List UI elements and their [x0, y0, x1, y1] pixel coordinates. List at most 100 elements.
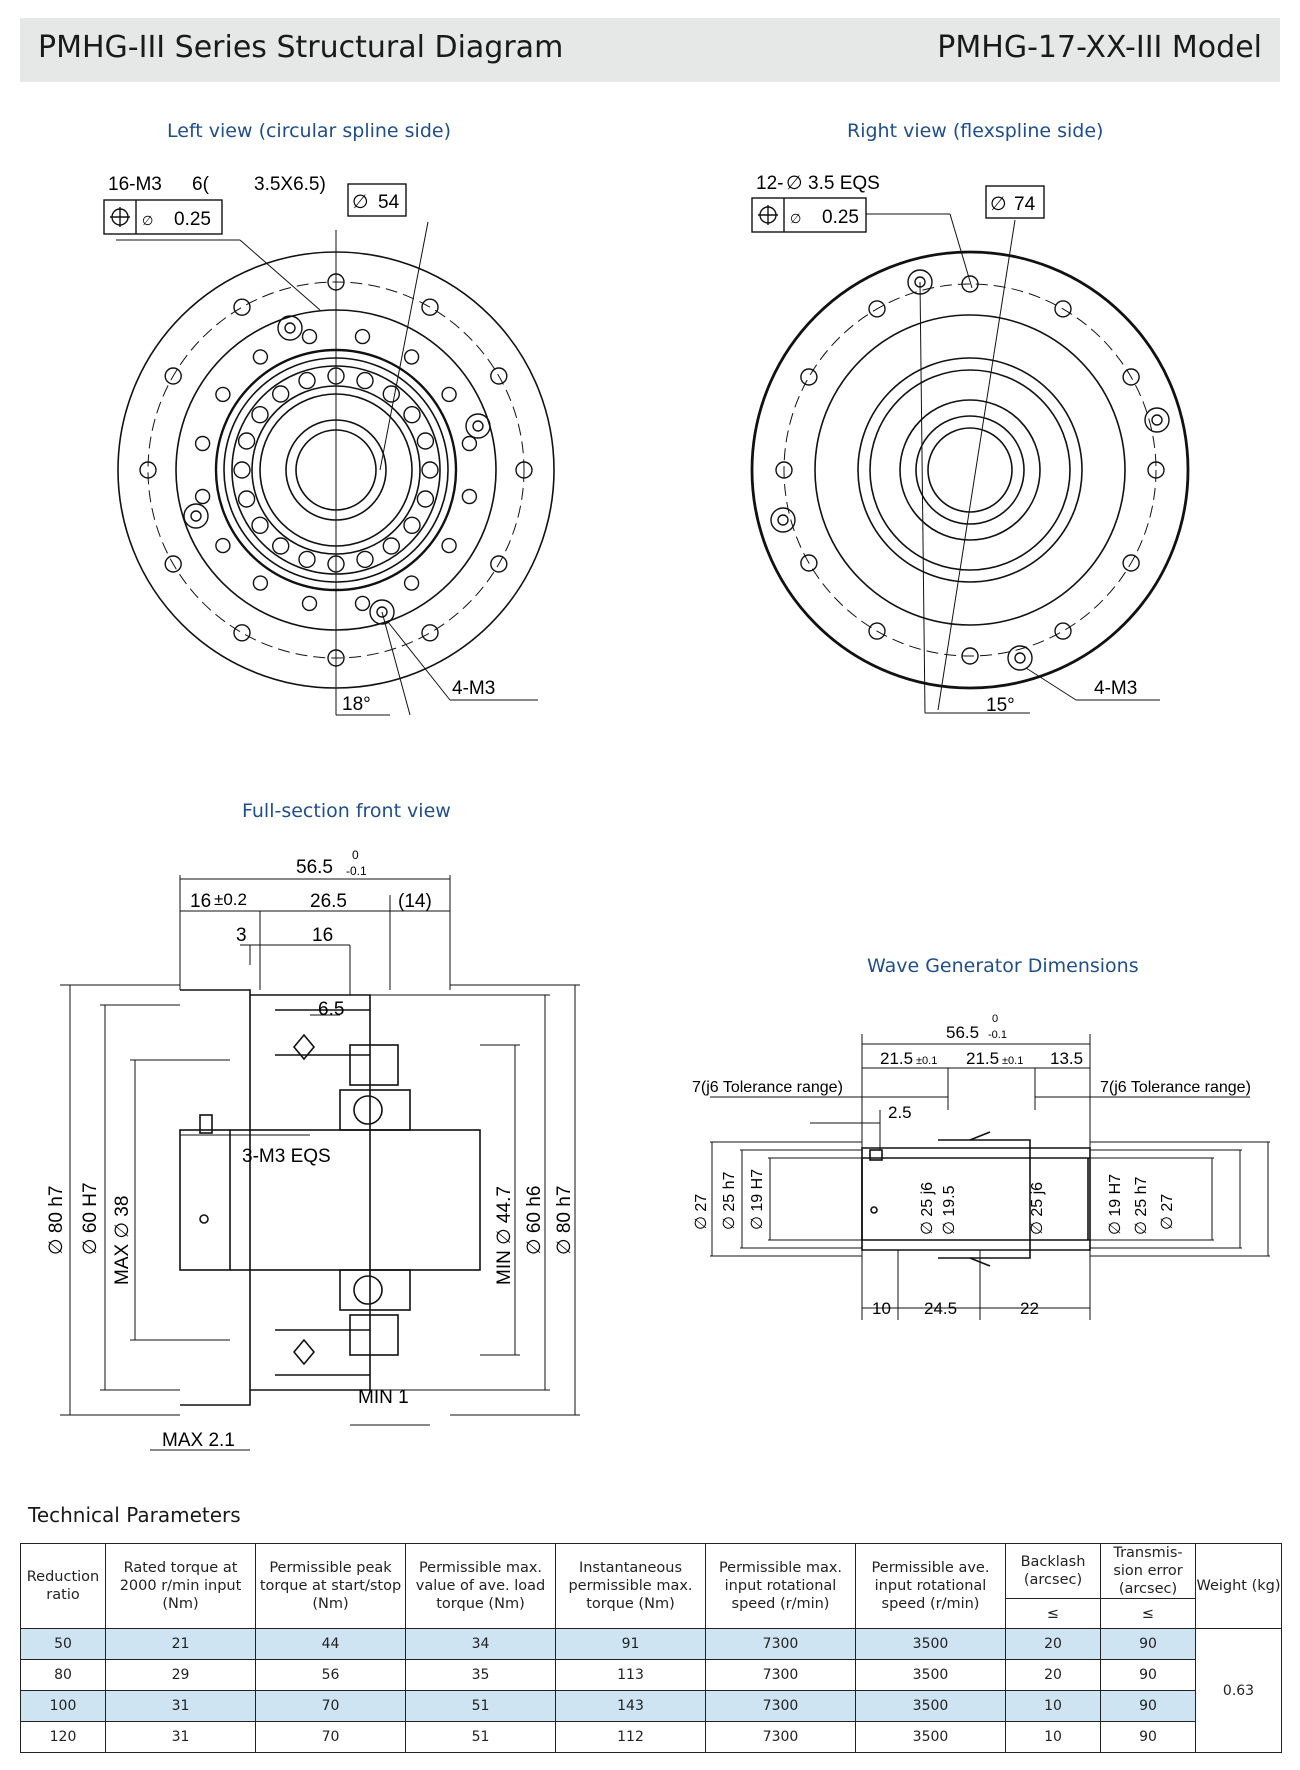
section-dim-16b: 16 [312, 925, 333, 946]
table-cell: 113 [555, 1659, 706, 1691]
bearing-roller [403, 405, 421, 424]
bearing-roller [382, 537, 400, 555]
table-cell: 51 [405, 1721, 556, 1753]
table-subheader-row: ≤ ≤ [21, 1598, 1282, 1629]
table-cell: 80 [20, 1659, 106, 1691]
bearing-roller [382, 385, 400, 403]
section-max-38: MAX ∅ 38 [112, 1196, 133, 1285]
threaded-hole [461, 435, 478, 452]
mounting-hole [775, 461, 793, 479]
mounting-hole [800, 554, 818, 572]
left-diameter-54: 54 [378, 192, 400, 213]
threaded-hole [215, 386, 231, 403]
bearing-roller [356, 550, 374, 569]
technical-parameters-title: Technical Parameters [28, 1503, 241, 1527]
bearing-roller [237, 432, 256, 450]
wg-d19H7-left: ∅ 19 H7 [749, 1169, 766, 1230]
wg-overall-dim: 56.5 [946, 1023, 979, 1042]
wg-overall-tol-upper: 0 [992, 1013, 998, 1025]
bearing-roller [298, 550, 316, 569]
table-cell: 34 [405, 1628, 556, 1660]
table-row: 50 21 44 34 91 7300 3500 20 90 0.63 [20, 1628, 1282, 1753]
backlash-le-symbol: ≤ [1005, 1598, 1101, 1629]
right-angle-label: 15° [986, 695, 1015, 716]
table-cell: 7300 [705, 1628, 856, 1660]
wg-dim-24-5: 24.5 [924, 1299, 957, 1318]
mounting-hole [421, 298, 439, 316]
mounting-hole [868, 622, 886, 640]
mounting-hole [961, 275, 979, 293]
table-cell: 20 [1005, 1628, 1101, 1660]
section-dim-14: (14) [398, 891, 432, 912]
bearing-roller [416, 432, 435, 450]
threaded-hole [403, 575, 420, 591]
right-diameter-74: 74 [1014, 194, 1036, 215]
threaded-hole [194, 435, 211, 452]
left-diameter-symbol: ∅ [142, 213, 153, 228]
wg-d19H7-right: ∅ 19 H7 [1107, 1174, 1124, 1235]
table-cell: 90 [1100, 1690, 1196, 1722]
threaded-hole [403, 349, 420, 365]
bearing-roller [251, 405, 269, 424]
table-cell: 56 [255, 1659, 406, 1691]
table-cell: 7300 [705, 1659, 856, 1691]
threaded-hole [441, 537, 457, 554]
table-cell: 3500 [855, 1721, 1006, 1753]
mounting-hole [800, 368, 818, 386]
threaded-hole [354, 328, 371, 345]
right-diameter-symbol-2: ∅ [790, 211, 801, 226]
wg-d19-5: ∅ 19.5 [941, 1185, 958, 1235]
table-cell: 35 [405, 1659, 556, 1691]
right-hole-prefix: 12- [756, 173, 783, 194]
mounting-hole [490, 367, 508, 385]
header-bar: PMHG-III Series Structural Diagram PMHG-… [20, 18, 1280, 82]
wg-dim-c: 13.5 [1050, 1049, 1083, 1068]
table-cell: 51 [405, 1690, 556, 1722]
section-overall-dim: 56.5 [296, 857, 333, 878]
section-dim-3: 3 [236, 925, 247, 946]
table-cell: 90 [1100, 1721, 1196, 1753]
header-ave-speed: Permissible ave. input rotational speed … [855, 1543, 1006, 1629]
threaded-hole [215, 537, 231, 554]
bearing-roller [298, 371, 316, 390]
table-cell: 31 [105, 1690, 256, 1722]
table-cell: 120 [20, 1721, 106, 1753]
table-cell: 100 [20, 1690, 106, 1722]
table-cell: 112 [555, 1721, 706, 1753]
bearing-roller [251, 516, 269, 534]
page-title: PMHG-III Series Structural Diagram [38, 30, 564, 65]
section-d60H7: ∅ 60 H7 [80, 1182, 101, 1255]
threaded-hole [252, 349, 269, 365]
right-hole-callout: 3.5 EQS [808, 173, 880, 194]
model-title: PMHG-17-XX-III Model [937, 30, 1262, 65]
left-view-title: Left view (circular spline side) [167, 120, 451, 142]
mounting-hole [139, 461, 157, 479]
section-overall-tol-lower: -0.1 [346, 864, 367, 878]
table-cell: 70 [255, 1690, 406, 1722]
left-diameter-symbol-2: ∅ [352, 192, 369, 213]
mounting-hole [164, 367, 182, 385]
mounting-hole [490, 555, 508, 573]
threaded-hole [441, 386, 457, 403]
wave-generator-drawing: 56.5 0 -0.1 21.5 ±0.1 21.5 ±0.1 13.5 7(j… [692, 1013, 1270, 1320]
wg-d25j6-b: ∅ 25 j6 [1029, 1182, 1046, 1235]
header-peak-torque: Permissible peak torque at start/stop (N… [255, 1543, 406, 1629]
table-cell: 3500 [855, 1659, 1006, 1691]
header-max-speed: Permissible max. input rotational speed … [705, 1543, 856, 1629]
weight-cell: 0.63 [1195, 1628, 1282, 1753]
threaded-hole [194, 488, 211, 505]
header-weight: Weight (kg) [1195, 1543, 1282, 1629]
mounting-hole [1147, 461, 1165, 479]
wg-tol-right: 7(j6 Tolerance range) [1100, 1079, 1251, 1096]
wg-dim-22: 22 [1020, 1299, 1039, 1318]
table-row: 80 29 56 35 113 7300 3500 20 90 [20, 1659, 1282, 1691]
wg-dim-a: 21.5 [880, 1049, 913, 1068]
section-view-title: Full-section front view [242, 800, 451, 822]
wg-d25h7-right: ∅ 25 h7 [1133, 1176, 1150, 1235]
table-cell: 90 [1100, 1659, 1196, 1691]
section-d80h7-left: ∅ 80 h7 [46, 1186, 67, 1255]
bearing-roller [403, 516, 421, 534]
section-dim-16-tol: ±0.2 [214, 890, 247, 909]
table-cell: 10 [1005, 1690, 1101, 1722]
right-view-drawing: 12- ∅ 3.5 EQS ∅ 0.25 ∅ 74 15° 4-M3 [750, 173, 1190, 716]
